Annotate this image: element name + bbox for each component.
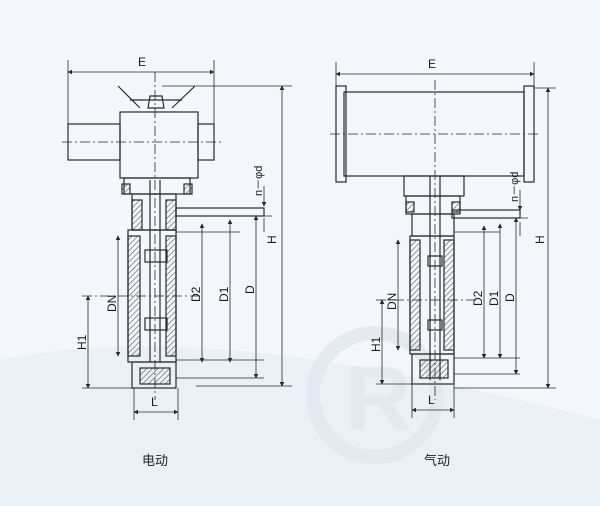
electric-dimensions: [67, 60, 292, 420]
electric-valve-drawing: [67, 85, 265, 389]
background-swoosh: [0, 346, 600, 506]
bottom-flange-pneumatic: [411, 353, 455, 385]
pneumatic-dimensions: [335, 62, 556, 418]
label-D-electric: D: [243, 285, 257, 294]
label-DN-pneumatic: DN: [385, 293, 399, 310]
label-H-electric: H: [265, 235, 279, 244]
actuator-adapter: [403, 175, 465, 197]
electric-centerlines: [62, 72, 222, 400]
label-D-pneumatic: D: [503, 293, 517, 302]
top-mounting-plate: [175, 207, 265, 217]
label-H1-electric: H1: [75, 334, 89, 350]
label-D2-electric: D2: [189, 286, 203, 302]
label-L-pneumatic: L: [428, 393, 435, 407]
top-mounting-plate-pneumatic: [451, 209, 521, 219]
label-L-electric: L: [151, 395, 158, 409]
actuator-housing: [119, 111, 199, 179]
label-DN-electric: DN: [105, 295, 119, 312]
bottom-flange: [131, 361, 177, 389]
label-D1-pneumatic: D1: [487, 290, 501, 306]
label-E-electric: E: [138, 55, 146, 69]
pneumatic-centerlines: [330, 80, 540, 400]
caption-electric: 电动: [142, 454, 169, 469]
label-n-phi-d-pneumatic: n－φd: [509, 172, 521, 202]
label-D2-pneumatic: D2: [471, 290, 485, 306]
coupling-flange: [123, 177, 191, 195]
label-n-phi-d-electric: n－φd: [253, 166, 265, 196]
label-E-pneumatic: E: [428, 57, 436, 71]
caption-pneumatic: 气动: [424, 454, 451, 469]
svg-text:R: R: [345, 348, 411, 450]
label-H1-pneumatic: H1: [369, 336, 383, 352]
label-H-pneumatic: H: [533, 235, 547, 244]
handwheel-spokes: [117, 85, 196, 109]
registered-trademark-watermark: R: [306, 326, 444, 464]
label-D1-electric: D1: [217, 286, 231, 302]
